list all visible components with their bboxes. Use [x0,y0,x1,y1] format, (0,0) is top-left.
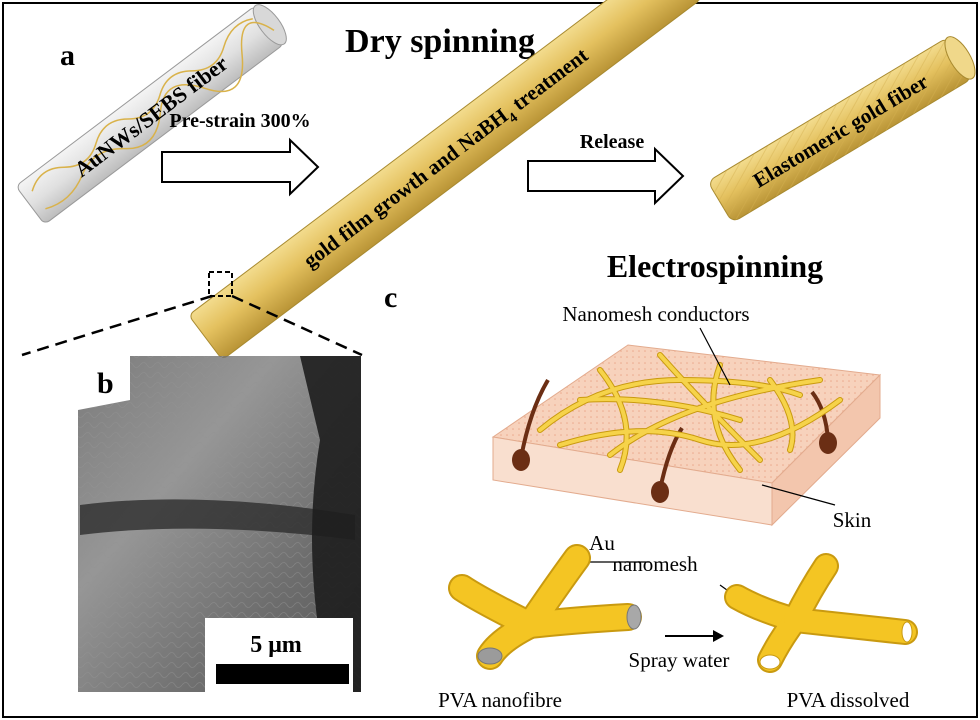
scale-bar-label: 5 μm [250,632,302,658]
spray-water-arrowhead [713,630,724,642]
zoom-line-left [21,294,213,357]
pva-dissolved [724,553,918,673]
sem-image [78,356,361,692]
nanomesh-conductors-leader [699,327,731,386]
skin-label: Skin [833,508,872,532]
pre-strain-arrow [161,137,320,197]
elastomeric-gold-label: Elastomeric gold fiber [749,69,932,192]
dry-spinning-title: Dry spinning [345,23,535,60]
elastomeric-gold-fiber: Elastomeric gold fiber [710,36,976,221]
nanofibre-core-end-right [626,604,642,630]
pva-dissolved-label: PVA dissolved [787,688,910,712]
release-label: Release [580,131,645,153]
release-arrow [527,146,685,206]
zoom-region-box [208,271,233,297]
pva-nanofibre [448,544,642,670]
dissolved-core-end [759,654,781,670]
gold-film-label: gold film growth and NaBH4 treatment [299,43,596,277]
sem-label-corner [78,356,130,410]
skin-leader [761,484,836,506]
sem-crease [80,499,355,540]
panel-b-letter: b [97,367,114,400]
pva-nanofibre-label: PVA nanofibre [438,688,562,712]
gold-film-label-main: gold film growth and NaBH [299,103,513,272]
zoom-line-right [231,294,363,357]
au-label: Au [589,531,615,555]
dissolved-core-end-right [901,621,913,643]
electrospinning-title: Electrospinning [607,248,823,284]
nanofibre-core-end [477,647,503,665]
nanomesh-on-skin [537,352,843,473]
panel-c-letter: c [384,281,397,314]
sem-right-shadow [300,356,361,692]
spray-water-label: Spray water [629,648,730,672]
scale-bar [216,664,349,684]
nanomesh-conductors-label: Nanomesh conductors [562,302,749,326]
pre-strain-label: Pre-strain 300% [169,110,310,132]
panel-a-letter: a [60,39,75,72]
au-nanomesh-label: nanomesh [612,552,698,576]
